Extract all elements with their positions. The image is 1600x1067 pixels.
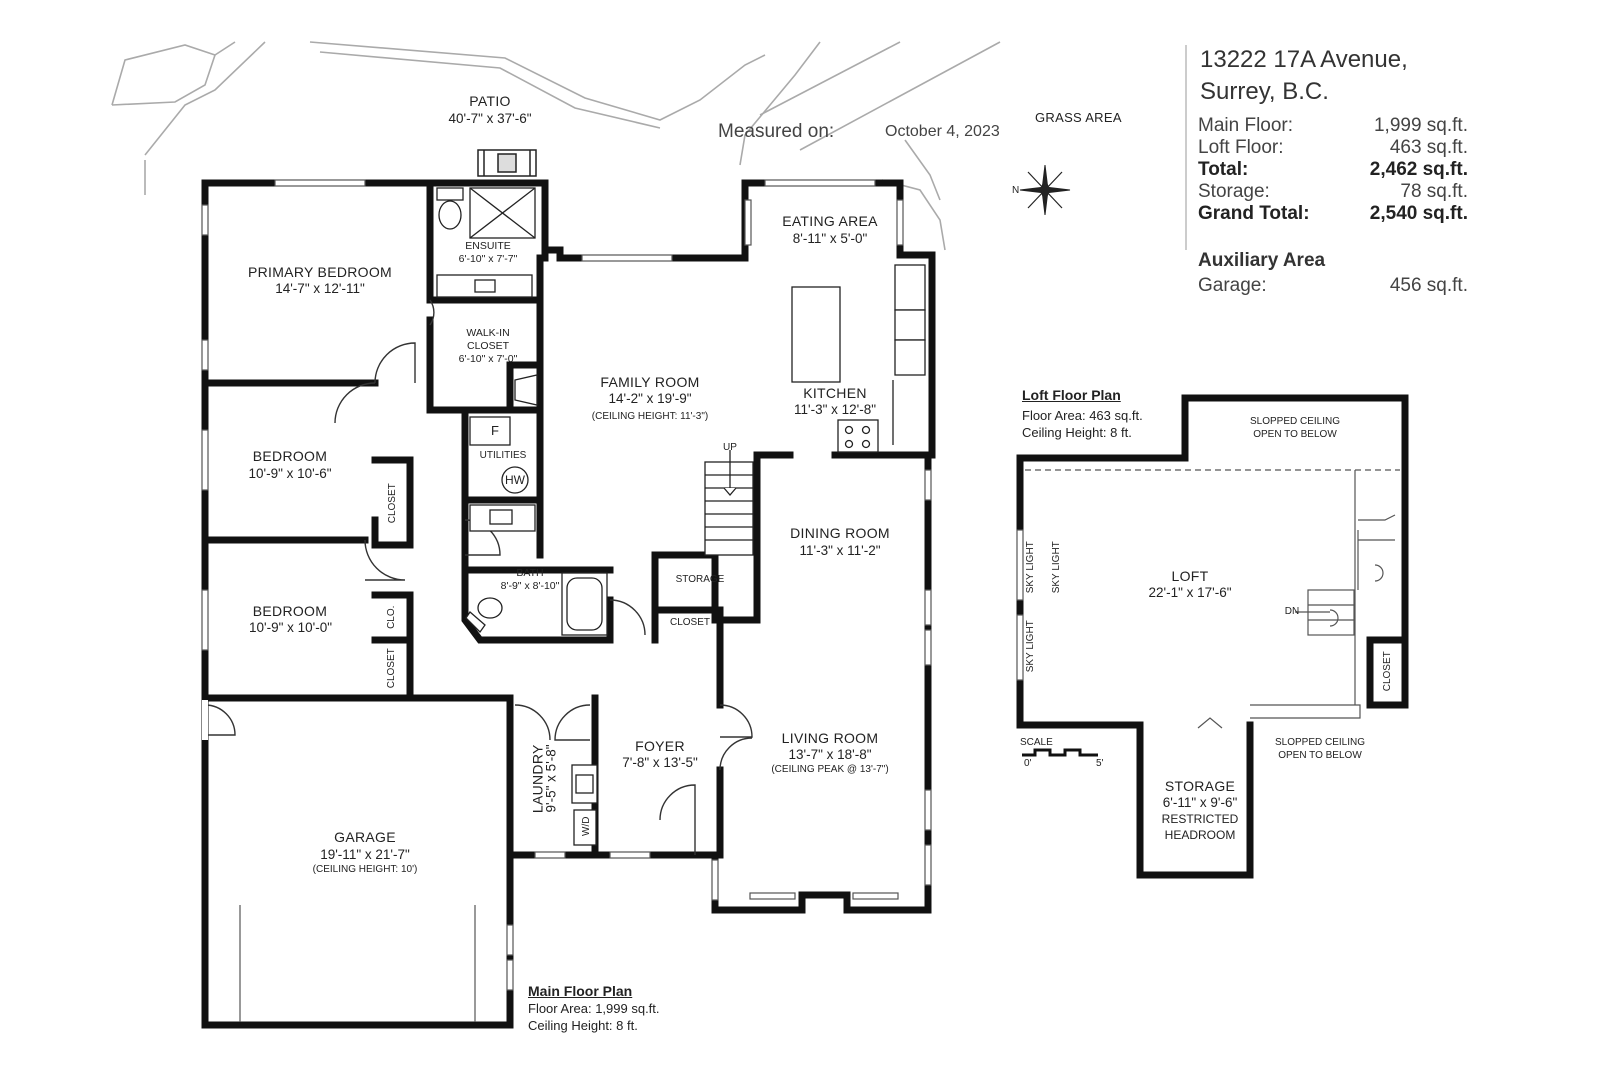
sloped-ceiling-bottom-2: OPEN TO BELOW bbox=[1278, 750, 1362, 761]
scale-bar bbox=[1022, 748, 1098, 757]
dining-room-name: DINING ROOM bbox=[790, 525, 890, 541]
patio-name: PATIO bbox=[469, 93, 511, 109]
summary-loft-floor: Loft Floor:463 sq.ft. bbox=[1198, 137, 1468, 158]
scale-start: 0' bbox=[1024, 758, 1032, 769]
main-floor-title: Main Floor Plan bbox=[528, 983, 633, 999]
living-room-dims: 13'-7" x 18'-8" bbox=[788, 747, 872, 762]
scale-end: 5' bbox=[1096, 758, 1104, 769]
sloped-ceiling-bottom-1: SLOPPED CEILING bbox=[1274, 737, 1366, 748]
walkin-dims: 6'-10" x 7'-0" bbox=[458, 353, 518, 365]
loft-floor-title: Loft Floor Plan bbox=[1022, 387, 1121, 403]
walkin-name-1: WALK-IN bbox=[466, 327, 510, 339]
storage-main-name: STORAGE bbox=[675, 574, 725, 585]
dining-room-dims: 11'-3" x 11'-2" bbox=[799, 543, 881, 558]
family-room-dims: 14'-2" x 19'-9" bbox=[608, 391, 692, 406]
family-room-name: FAMILY ROOM bbox=[600, 374, 700, 390]
living-room-note: (CEILING PEAK @ 13'-7") bbox=[771, 764, 889, 775]
skylight-label-2: SKY LIGHT bbox=[1050, 541, 1062, 594]
auxiliary-title: Auxiliary Area bbox=[1198, 250, 1326, 271]
summary-garage: Garage:456 sq.ft. bbox=[1198, 275, 1468, 296]
foyer-dims: 7'-8" x 13'-5" bbox=[622, 755, 698, 770]
washer-dryer-label: W/D bbox=[580, 816, 592, 836]
stair-up-label: UP bbox=[723, 442, 737, 453]
bedroom-2-dims: 10'-9" x 10'-0" bbox=[248, 620, 333, 635]
summary-total: Total:2,462 sq.ft. bbox=[1198, 159, 1468, 180]
address-line-2: Surrey, B.C. bbox=[1200, 78, 1329, 105]
closet-clo: CLO. bbox=[385, 605, 397, 629]
living-room-name: LIVING ROOM bbox=[781, 730, 879, 746]
storage-loft-name: STORAGE bbox=[1164, 778, 1236, 794]
garage-name: GARAGE bbox=[334, 829, 396, 845]
storage-loft-line2: RESTRICTED bbox=[1161, 812, 1239, 826]
bath-name: BATH bbox=[516, 567, 544, 579]
patio-dims: 40'-7" x 37'-6" bbox=[448, 111, 532, 126]
skylight-label-3: SKY LIGHT bbox=[1024, 620, 1036, 673]
family-room-note: (CEILING HEIGHT: 11'-3") bbox=[591, 411, 709, 422]
address-line-1: 13222 17A Avenue, bbox=[1200, 46, 1408, 73]
foyer-name: FOYER bbox=[635, 738, 685, 754]
skylight-label-1: SKY LIGHT bbox=[1024, 541, 1036, 594]
laundry-dims: 9'-5" x 5'-8" bbox=[543, 744, 559, 813]
compass-north-label: N bbox=[1012, 185, 1020, 196]
grass-area-label: GRASS AREA bbox=[1035, 110, 1122, 125]
loft-floor-area: Floor Area: 463 sq.ft. bbox=[1022, 408, 1143, 423]
main-floor-area: Floor Area: 1,999 sq.ft. bbox=[528, 1001, 660, 1016]
closet-foyer-name: CLOSET bbox=[669, 617, 710, 628]
grill-icon bbox=[477, 149, 537, 177]
windows bbox=[201, 179, 932, 991]
bath-dims: 8'-9" x 8'-10" bbox=[500, 580, 560, 592]
eating-area-name: EATING AREA bbox=[782, 213, 878, 229]
storage-loft-dims: 6'-11" x 9'-6" bbox=[1162, 795, 1238, 810]
eating-area-dims: 8'-11" x 5'-0" bbox=[792, 231, 868, 246]
utilities-name: UTILITIES bbox=[479, 450, 527, 461]
loft-thin-lines bbox=[1016, 469, 1400, 729]
loft-dims: 22'-1" x 17'-6" bbox=[1148, 585, 1232, 600]
garage-note: (CEILING HEIGHT: 10') bbox=[312, 864, 418, 875]
summary-grand-total: Grand Total:2,540 sq.ft. bbox=[1198, 203, 1468, 224]
ensuite-name: ENSUITE bbox=[465, 240, 511, 252]
primary-bedroom-name: PRIMARY BEDROOM bbox=[247, 264, 392, 280]
measured-date: October 4, 2023 bbox=[885, 123, 1000, 140]
main-floor-ceiling: Ceiling Height: 8 ft. bbox=[528, 1018, 638, 1033]
summary-storage: Storage:78 sq.ft. bbox=[1198, 181, 1468, 202]
site-lines bbox=[111, 41, 1001, 251]
storage-loft-line3: HEADROOM bbox=[1164, 828, 1236, 842]
measured-label: Measured on: bbox=[718, 121, 835, 142]
primary-bedroom-dims: 14'-7" x 12'-11" bbox=[275, 281, 365, 296]
scale-label: SCALE bbox=[1020, 737, 1053, 748]
loft-floor-ceiling: Ceiling Height: 8 ft. bbox=[1022, 425, 1132, 440]
kitchen-name: KITCHEN bbox=[803, 385, 867, 401]
fixtures bbox=[436, 187, 926, 846]
bedroom-2-name: BEDROOM bbox=[252, 603, 328, 619]
hot-water-label: HW bbox=[505, 473, 525, 487]
doors bbox=[204, 299, 753, 855]
sloped-ceiling-top-2: OPEN TO BELOW bbox=[1253, 429, 1337, 440]
bedroom-1-dims: 10'-9" x 10'-6" bbox=[248, 466, 332, 481]
loft-name: LOFT bbox=[1171, 568, 1209, 584]
garage-dims: 19'-11" x 21'-7" bbox=[320, 847, 410, 862]
closet-bedroom-1: CLOSET bbox=[386, 483, 398, 524]
walkin-name-2: CLOSET bbox=[466, 340, 509, 352]
sloped-ceiling-top-1: SLOPPED CEILING bbox=[1249, 416, 1341, 427]
stair-down-label: DN bbox=[1284, 606, 1300, 617]
kitchen-dims: 11'-3" x 12'-8" bbox=[793, 402, 877, 417]
summary-main-floor: Main Floor:1,999 sq.ft. bbox=[1198, 115, 1468, 136]
closet-loft: CLOSET bbox=[1381, 651, 1393, 692]
furnace-label: F bbox=[491, 423, 499, 438]
ensuite-dims: 6'-10" x 7'-7" bbox=[458, 253, 518, 265]
compass-icon bbox=[1019, 164, 1071, 216]
closet-bedroom-2: CLOSET bbox=[385, 648, 397, 689]
bedroom-1-name: BEDROOM bbox=[252, 448, 328, 464]
